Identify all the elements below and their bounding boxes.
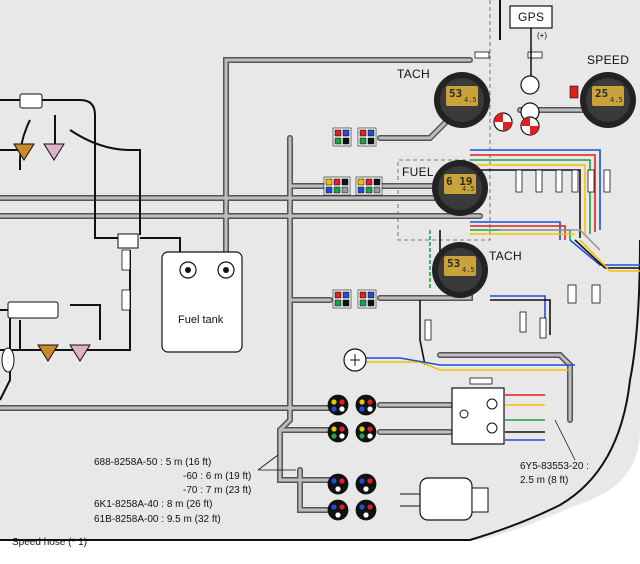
gauge-tach-top-main: 53 [449, 87, 463, 100]
tach-lower-label: TACH [489, 249, 522, 263]
round-connectors [327, 394, 377, 521]
speed-hose-label: Speed hose (* 1) [12, 537, 88, 548]
light-bulb [343, 348, 367, 372]
inline-connectors [121, 51, 611, 385]
harness-length-item: 61B-8258A-00 : 9.5 m (32 ft) [94, 514, 221, 525]
dashed-leader [397, 0, 491, 241]
speed-label: SPEED [587, 53, 630, 67]
part-number-label: 6Y5-83553-20 : [520, 461, 589, 472]
tach-top-label: TACH [397, 67, 430, 81]
gauge-tach-top-sub: 4.5 [464, 96, 477, 104]
connector-markers [323, 127, 383, 309]
panel-outline [0, 0, 640, 541]
gauge-speed [580, 72, 636, 128]
gauge-fuel-main: 6 19 [446, 175, 473, 188]
battery-block [400, 477, 489, 521]
part-length-label: 2.5 m (8 ft) [520, 475, 569, 486]
sensor-pucks [493, 75, 579, 136]
main-harness-cables-inner [0, 58, 612, 512]
leader-lines [257, 419, 576, 471]
gauge-fuel [432, 160, 488, 216]
switch-panel [451, 387, 505, 445]
gps-label: GPS [518, 10, 545, 24]
gauge-speed-sub: 4.5 [610, 96, 623, 104]
harness-length-item: -70 : 7 m (23 ft) [183, 485, 252, 496]
gauge-tach-lower-sub: 4.5 [462, 266, 475, 274]
harness-length-item: 6K1-8258A-40 : 8 m (26 ft) [94, 499, 213, 510]
gauge-tach-lower [432, 242, 488, 298]
gauge-fuel-sub: 4.5 [462, 185, 475, 193]
fuel-tank-label: Fuel tank [178, 314, 224, 326]
gauge-speed-main: 25 [595, 87, 609, 100]
triangle-markers [13, 143, 91, 362]
harness-length-item: -60 : 6 m (19 ft) [183, 471, 252, 482]
harness-length-item: 688-8258A-50 : 5 m (16 ft) [94, 457, 212, 468]
relay-components [1, 93, 139, 373]
gps-plus-label: (+) [537, 31, 547, 40]
fuel-label: FUEL [402, 165, 434, 179]
gauge-tach-top [434, 72, 490, 128]
gauge-tach-lower-main: 53 [447, 257, 461, 270]
